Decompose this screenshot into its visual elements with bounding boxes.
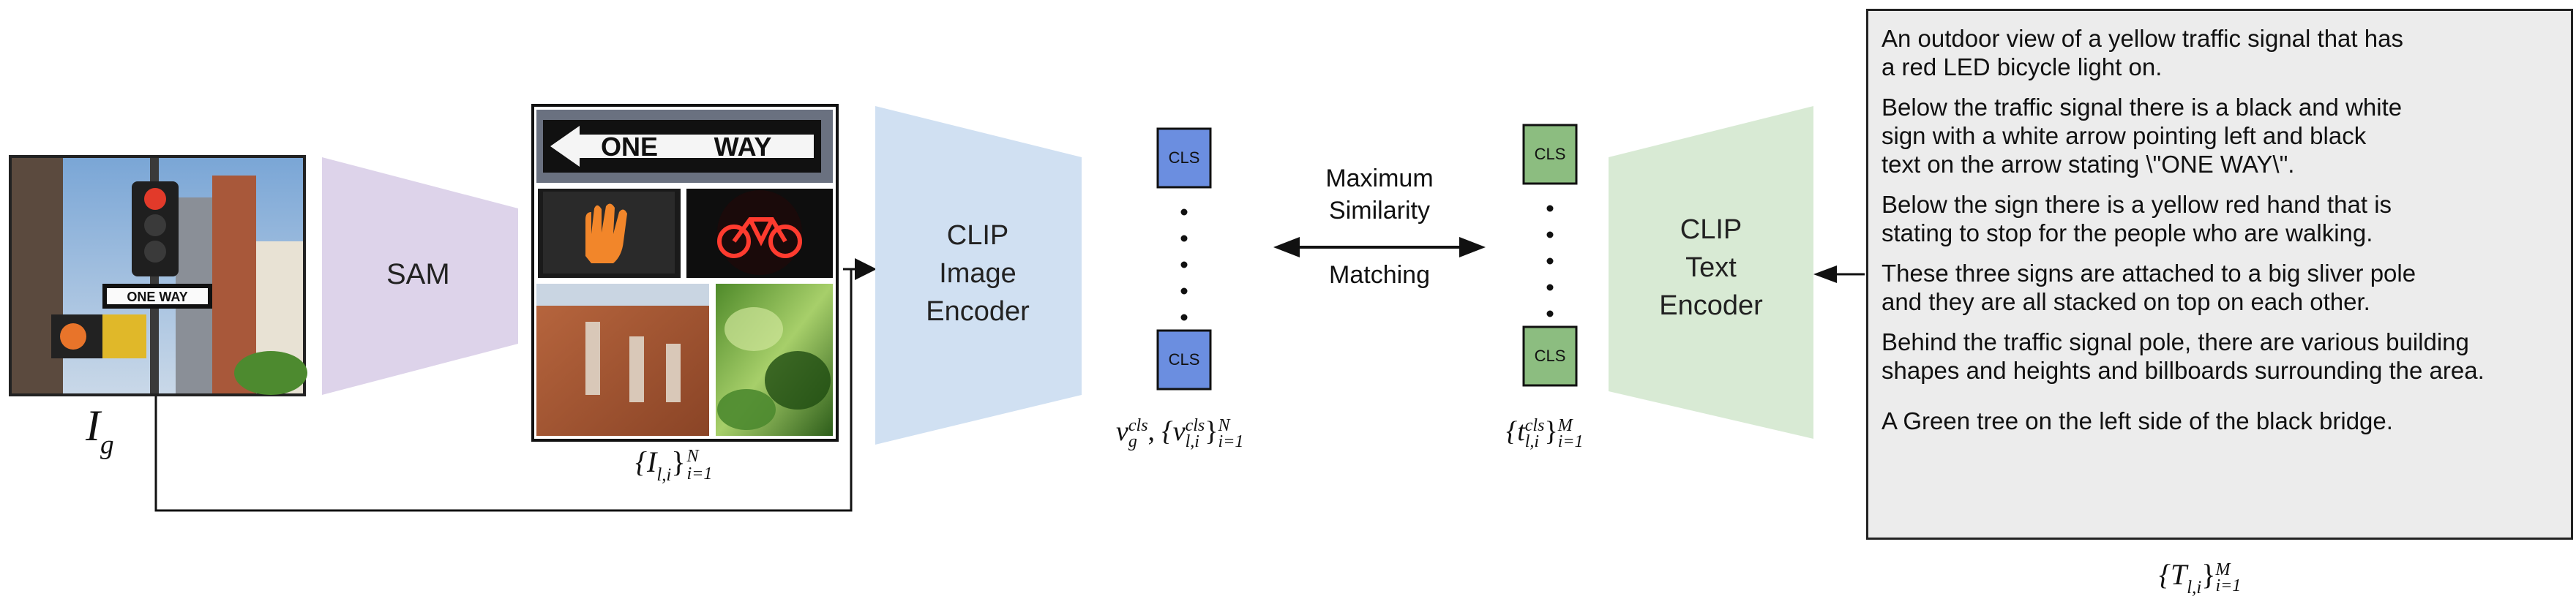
crop-way-text: WAY: [714, 132, 772, 162]
clip-text-encoder-label: CLIP Text Encoder: [1638, 211, 1784, 325]
caption-paragraph-3: Below the sign there is a yellow red han…: [1882, 190, 2540, 247]
text-cls-token-bottom: [1522, 325, 1578, 387]
caption-3-line-1: Below the sign there is a yellow red han…: [1882, 191, 2392, 218]
clip-image-encoder-block: [875, 106, 1082, 445]
global-image-symbol: I: [86, 401, 100, 450]
crop-brick-building: [536, 284, 709, 436]
sam-block: [322, 157, 518, 395]
image-token-v-sup: cls: [1128, 416, 1148, 436]
crops-set-limits: i=1: [686, 464, 713, 483]
matching-line-2: Similarity: [1329, 197, 1430, 225]
clip-image-encoder-line-1: CLIP: [946, 220, 1009, 251]
text-cls-label-top: CLS: [1534, 145, 1566, 163]
text-cls-label-bottom: CLS: [1534, 347, 1566, 365]
crop-one-way-sign: ONE WAY: [536, 110, 833, 183]
image-cls-token-bottom: [1156, 329, 1212, 391]
caption-paragraph-5: Behind the traffic signal pole, there ar…: [1882, 328, 2540, 385]
caption-1-line-1: An outdoor view of a yellow traffic sign…: [1882, 25, 2403, 52]
clip-image-encoder-line-3: Encoder: [926, 296, 1030, 327]
text-token-limits: i=1: [1557, 432, 1584, 452]
crop-bicycle-signal: [686, 189, 833, 278]
caption-2-line-2: sign with a white arrow pointing left an…: [1882, 122, 2367, 149]
caption-5-line-1: Behind the traffic signal pole, there ar…: [1882, 328, 2469, 355]
caption-4-line-1: These three signs are attached to a big …: [1882, 260, 2416, 287]
image-token-sep: ,: [1147, 416, 1156, 447]
caption-4-line-2: and they are all stacked on top on each …: [1882, 288, 2370, 315]
image-cls-label-top: CLS: [1168, 148, 1200, 167]
matching-label-bottom: Matching: [1329, 261, 1430, 289]
caption-5-line-2: shapes and heights and billboards surrou…: [1882, 357, 2485, 384]
image-token-set-sup: cls: [1185, 416, 1205, 436]
captions-set-superscript: M: [2215, 559, 2231, 579]
caption-1-line-2: a red LED bicycle light on.: [1882, 53, 2163, 80]
clip-text-encoder-line-1: CLIP: [1680, 214, 1742, 245]
clip-text-encoder-line-3: Encoder: [1659, 290, 1763, 321]
image-token-limits-sup: N: [1218, 416, 1230, 436]
text-token-limits-sup: M: [1557, 416, 1573, 436]
caption-paragraph-2: Below the traffic signal there is a blac…: [1882, 93, 2540, 178]
text-token-set-sub: l,i: [1524, 432, 1540, 452]
captions-set-limits: i=1: [2215, 576, 2242, 595]
matching-double-arrow: [1273, 237, 1486, 257]
caption-paragraph-4: These three signs are attached to a big …: [1882, 259, 2540, 316]
global-image: ONE WAY: [9, 155, 307, 396]
text-cls-token-top: [1522, 124, 1578, 185]
matching-line-1: Maximum: [1325, 165, 1434, 192]
crops-collage: ONE WAY: [531, 104, 839, 442]
caption-6-line-1: A Green tree on the left side of the bla…: [1882, 407, 2393, 434]
crops-set-superscript: N: [686, 446, 699, 466]
clip-image-encoder-label: CLIP Image Encoder: [905, 216, 1051, 331]
image-token-limits: i=1: [1218, 432, 1244, 452]
text-token-set: {t: [1506, 416, 1525, 447]
image-token-column: [1156, 127, 1212, 391]
captions-set-subscript: l,i: [2187, 578, 2202, 597]
skip-connection-arrow: [154, 258, 877, 512]
image-cls-token-top: [1156, 127, 1212, 189]
image-token-set: {v: [1161, 416, 1186, 447]
crop-hand-signal: [538, 189, 681, 278]
clip-image-encoder-line-2: Image: [939, 258, 1016, 289]
captions-to-encoder-arrow: [1813, 265, 1865, 283]
caption-3-line-2: stating to stop for the people who are w…: [1882, 219, 2373, 246]
crops-set-subscript: l,i: [656, 465, 672, 485]
image-token-v-sub: g: [1128, 432, 1137, 452]
crops-set-symbol: {I: [635, 445, 657, 478]
crop-tree: [716, 284, 833, 436]
caption-box: An outdoor view of a yellow traffic sign…: [1866, 9, 2573, 540]
global-image-label: Ig: [86, 401, 114, 460]
image-token-set-sub: l,i: [1185, 432, 1199, 452]
sam-label: SAM: [386, 258, 450, 290]
clip-text-encoder-line-2: Text: [1685, 252, 1737, 283]
crop-one-text: ONE: [601, 132, 658, 162]
small-one-way-text: ONE WAY: [127, 290, 187, 304]
caption-2-line-1: Below the traffic signal there is a blac…: [1882, 94, 2403, 121]
caption-paragraph-1: An outdoor view of a yellow traffic sign…: [1882, 24, 2540, 81]
text-token-set-sup: cls: [1524, 416, 1545, 436]
captions-set-symbol: {T: [2159, 558, 2187, 591]
image-token-v: v: [1116, 416, 1128, 447]
caption-2-line-3: text on the arrow stating \"ONE WAY\".: [1882, 151, 2295, 178]
text-token-column: [1522, 124, 1578, 387]
caption-paragraph-6: A Green tree on the left side of the bla…: [1882, 407, 2540, 435]
matching-label-top: Maximum Similarity: [1295, 162, 1464, 227]
clip-text-encoder-block: [1609, 106, 1813, 439]
image-cls-label-bottom: CLS: [1168, 350, 1200, 369]
global-image-subscript: g: [100, 430, 114, 460]
